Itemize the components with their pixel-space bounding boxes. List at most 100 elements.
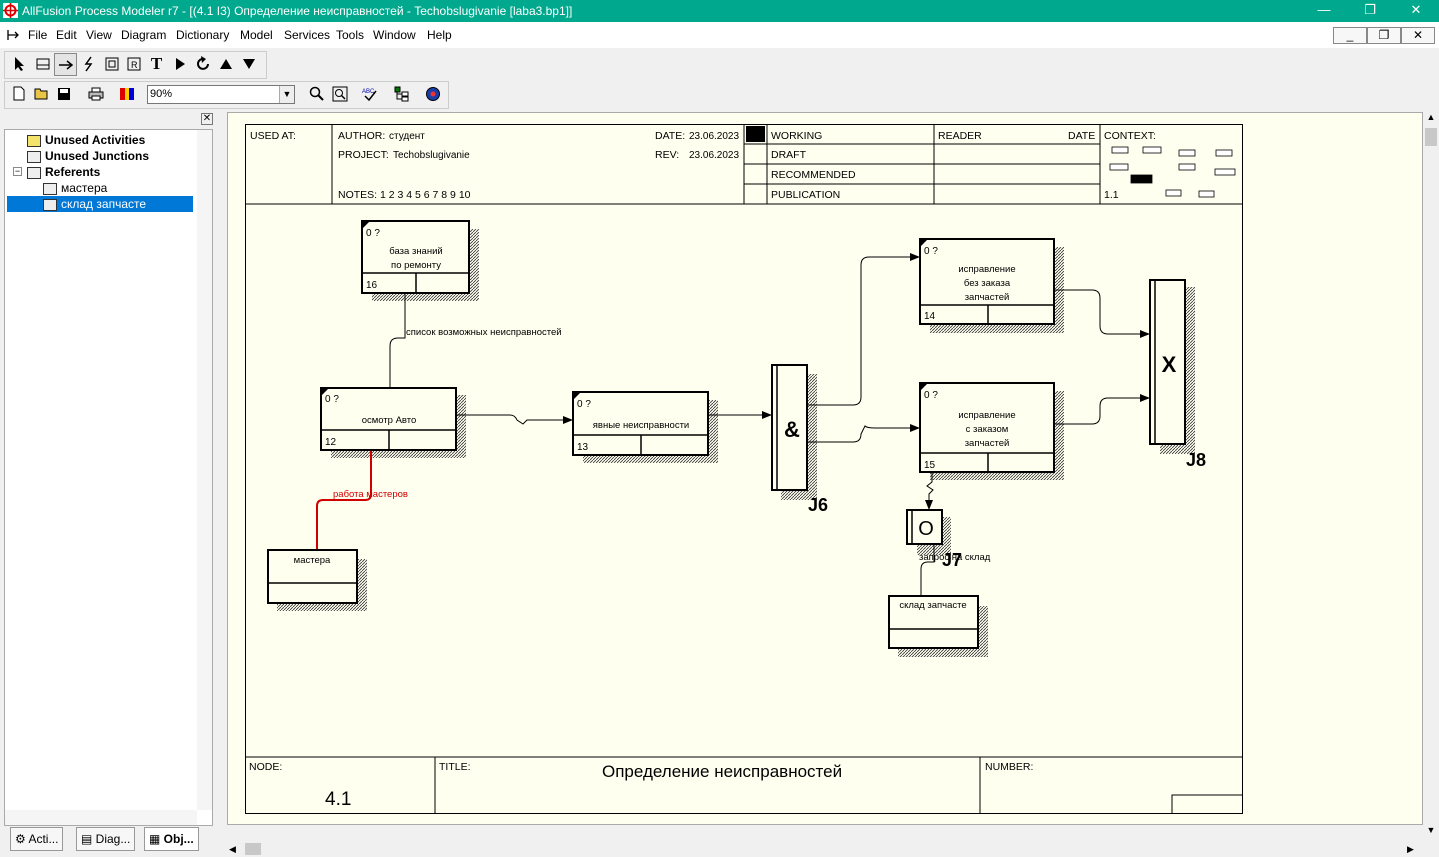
tab-label: Obj... [163,832,194,846]
save-icon[interactable] [52,83,75,106]
menu-view[interactable]: View [86,28,112,42]
explorer-close-icon[interactable]: ✕ [201,113,213,125]
chevron-right-icon[interactable]: ▶ [1407,844,1414,854]
menu-model[interactable]: Model [240,28,273,42]
activity-box-13[interactable]: 0 ? явные неисправности 13 [572,391,709,456]
squiggle-tool-icon[interactable] [77,53,100,76]
referent-tool-icon[interactable]: R [122,53,145,76]
mdi-minimize-button[interactable]: _ [1333,27,1367,44]
menu-help[interactable]: Help [427,28,452,42]
activity-box-tool-icon[interactable] [31,53,54,76]
arrow-box14-to-j8[interactable] [1054,289,1150,338]
tree-item-referents[interactable]: Referents [27,164,100,180]
diagrams-tab-icon: ▤ [81,832,96,846]
arrow-tool-icon[interactable] [54,53,77,76]
arrow-stock-to-j7[interactable] [920,544,935,595]
tree-item-unused-junctions[interactable]: Unused Junctions [27,148,149,164]
activity-number: 15 [924,460,936,471]
menu-window[interactable]: Window [373,28,416,42]
mdi-close-button[interactable]: ✕ [1401,27,1435,44]
zoom-fit-icon[interactable] [328,83,351,106]
activity-box-14[interactable]: 0 ? исправление без заказа запчастей 14 [919,238,1055,325]
referent-stock[interactable]: склад запчасте [888,595,979,649]
menu-edit[interactable]: Edit [56,28,77,42]
context-node: 1.1 [1104,189,1119,201]
canvas-vscroll[interactable]: ▲ ▼ [1423,112,1439,841]
chevron-down-icon[interactable]: ▼ [279,86,294,103]
menu-file[interactable]: File [28,28,48,42]
maximize-button[interactable]: ❐ [1364,2,1376,17]
cost-label: 0 ? [325,394,339,405]
junction-j8[interactable]: X J8 [1149,279,1206,470]
tree-item-masters[interactable]: мастера [43,180,107,196]
pointer-tool-icon[interactable] [7,53,30,76]
color-palette-icon[interactable] [115,83,138,106]
tree-item-stock[interactable]: склад запчасте [7,196,193,212]
junction-label: J6 [808,495,828,515]
referent-icon [43,182,57,195]
tree-expander[interactable]: − [13,166,22,176]
menu-services[interactable]: Services [284,28,331,42]
hscroll-thumb[interactable] [245,843,261,855]
minimize-button[interactable]: — [1317,2,1331,17]
menu-diagram[interactable]: Diagram [121,28,167,42]
author-value: студент [389,131,425,142]
arrow-box15-to-j7[interactable] [925,472,934,510]
off-page-reference-icon[interactable] [100,53,123,76]
go-to-parent-icon[interactable] [214,53,237,76]
go-to-child-down-icon[interactable] [237,53,260,76]
activity-folder-icon [27,134,41,147]
spell-check-icon[interactable]: ABC [358,83,381,106]
open-folder-icon[interactable] [30,83,53,106]
close-button[interactable]: ✕ [1410,2,1422,17]
tab-objects[interactable]: ▦ Obj... [144,827,199,851]
idef0-diagram: USED AT: AUTHOR: студент PROJECT: Techob… [245,124,1243,814]
model-explorer-icon[interactable] [390,83,413,106]
activity-name-line: осмотр Авто [362,415,417,426]
arrow-box15-to-j8[interactable] [1054,394,1150,425]
junction-j6[interactable]: & J6 [771,364,828,515]
print-icon[interactable] [84,83,107,106]
menu-tools[interactable]: Tools [336,28,365,42]
model-mart-icon[interactable] [421,83,444,106]
go-to-child-icon[interactable] [168,53,191,76]
tree-label: Referents [45,165,101,179]
arrow-j6-to-box14[interactable] [807,253,920,406]
arrow-j6-to-box15[interactable] [807,424,920,443]
status-draft: DRAFT [771,149,807,161]
chevron-down-icon[interactable]: ▼ [1426,825,1436,835]
zoom-value: 90% [150,88,173,100]
go-to-sibling-icon[interactable] [191,53,214,76]
arrow-knowledge-to-inspection[interactable] [389,293,406,388]
new-file-icon[interactable] [7,83,30,106]
referent-icon [43,198,57,211]
activity-name-line: исправление [958,264,1015,275]
menu-dictionary[interactable]: Dictionary [176,28,230,42]
cost-label: 0 ? [924,390,938,401]
app-icon [3,3,18,18]
explorer-hscroll[interactable] [5,810,197,825]
tab-diagrams[interactable]: ▤ Diag... [76,827,136,851]
junction-j7[interactable]: O J7 [906,509,962,570]
zoom-in-icon[interactable] [305,83,328,106]
vscroll-thumb[interactable] [1425,128,1437,146]
activity-box-15[interactable]: 0 ? исправление с заказом запчастей 15 [919,382,1055,473]
arrow-masters-to-inspection[interactable] [316,451,372,549]
explorer-vscroll[interactable] [197,130,212,810]
referent-masters[interactable]: мастера [267,549,358,604]
junction-folder-icon [27,150,41,163]
reader-label: READER [938,130,982,142]
arrow-inspection-to-faults[interactable] [456,414,573,425]
chevron-left-icon[interactable]: ◀ [229,844,236,854]
chevron-up-icon[interactable]: ▲ [1426,112,1436,122]
activity-box-16[interactable]: 0 ? база знаний по ремонту 16 [361,220,470,294]
tab-activities[interactable]: ⚙ Acti... [10,827,64,851]
canvas-hscroll[interactable]: ◀ ▶ [227,841,1423,857]
mdi-restore-button[interactable]: ❐ [1367,27,1401,44]
activity-box-12[interactable]: 0 ? осмотр Авто 12 [320,387,457,451]
tree-label: склад запчасте [61,197,147,211]
working-marker [746,126,765,142]
tree-item-unused-activities[interactable]: Unused Activities [27,132,145,148]
zoom-select[interactable]: 90% ▼ [147,85,295,104]
text-tool-icon[interactable]: T [150,54,163,73]
